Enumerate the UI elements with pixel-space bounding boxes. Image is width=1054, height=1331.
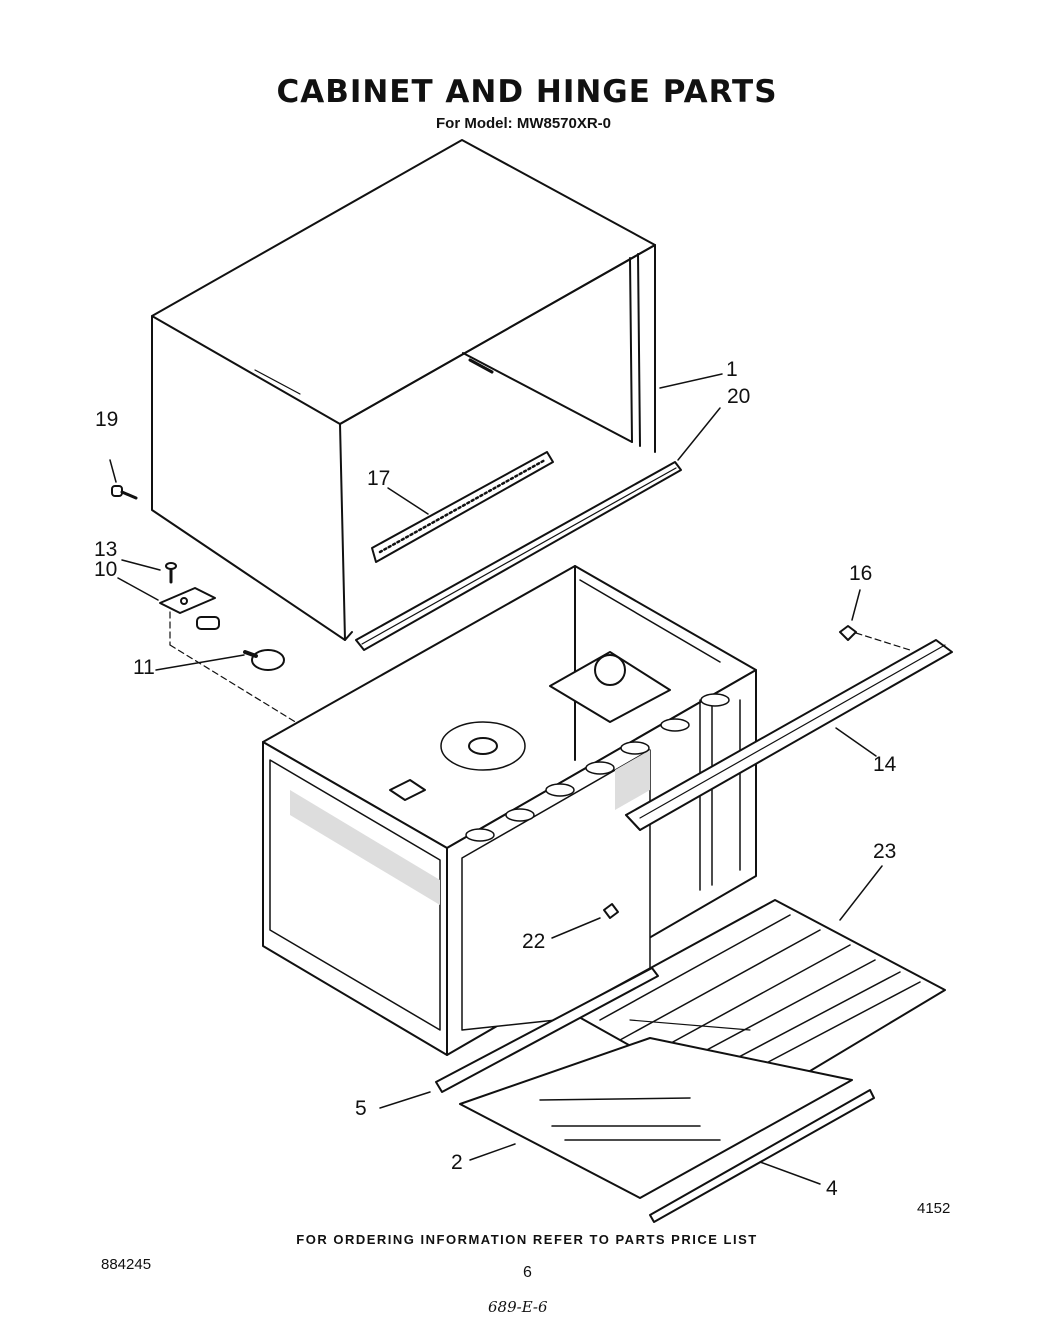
callout-10: 10 bbox=[94, 558, 118, 581]
door-trim-strip bbox=[649, 1089, 875, 1223]
front-trim-strip bbox=[355, 461, 682, 651]
callout-14: 14 bbox=[873, 753, 897, 776]
callout-11: 11 bbox=[133, 656, 155, 679]
callout-13: 13 bbox=[94, 538, 118, 561]
page-title: CABINET AND HINGE PARTS bbox=[276, 74, 778, 110]
callout-2: 2 bbox=[451, 1151, 463, 1174]
callout-19: 19 bbox=[95, 408, 119, 431]
callout-5: 5 bbox=[355, 1097, 367, 1120]
callout-17: 17 bbox=[367, 467, 391, 490]
callout-1: 1 bbox=[726, 358, 738, 381]
model-subtitle: For Model: MW8570XR-0 bbox=[436, 115, 612, 132]
window-glass bbox=[459, 1037, 853, 1199]
document-number: 884245 bbox=[101, 1256, 152, 1273]
page-number: 6 bbox=[523, 1264, 532, 1281]
ordering-note: FOR ORDERING INFORMATION REFER TO PARTS … bbox=[296, 1232, 758, 1247]
figure-number: 4152 bbox=[917, 1200, 951, 1217]
oven-chassis bbox=[262, 565, 757, 1056]
cabinet-wrapper bbox=[151, 139, 656, 641]
screw-19 bbox=[111, 485, 138, 500]
handwritten-note: 689-E-6 bbox=[488, 1298, 548, 1316]
leader-lines bbox=[109, 373, 883, 1185]
gasket-strip bbox=[371, 451, 554, 563]
hinge-rail bbox=[625, 625, 953, 831]
callout-4: 4 bbox=[826, 1177, 838, 1200]
hinge-rod bbox=[435, 967, 659, 1093]
callout-20: 20 bbox=[727, 385, 751, 408]
callout-16: 16 bbox=[849, 562, 873, 585]
callout-22: 22 bbox=[522, 930, 546, 953]
callout-23: 23 bbox=[873, 840, 897, 863]
